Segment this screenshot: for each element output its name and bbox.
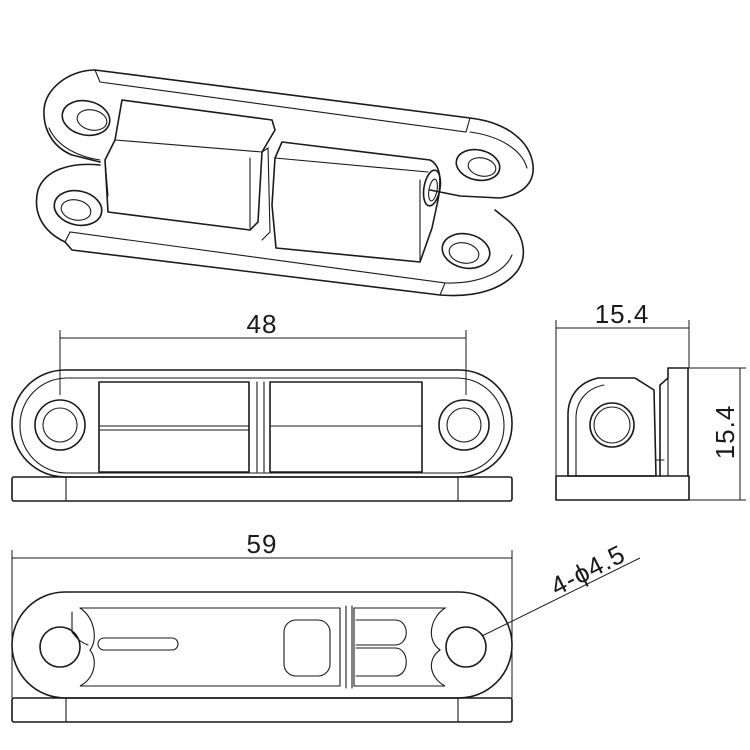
front-view: 48 <box>11 309 513 502</box>
side-width-label: 15.4 <box>595 299 650 329</box>
hole-callout-label: 4-ϕ4.5 <box>546 538 631 601</box>
hole-spacing-label: 48 <box>247 309 278 339</box>
isometric-view <box>35 69 534 297</box>
side-height-label: 15.4 <box>710 405 740 460</box>
overall-length-label: 59 <box>247 529 278 559</box>
side-view: 15.4 15.4 <box>555 299 746 501</box>
bottom-view: 4-ϕ4.5 59 <box>11 529 641 723</box>
